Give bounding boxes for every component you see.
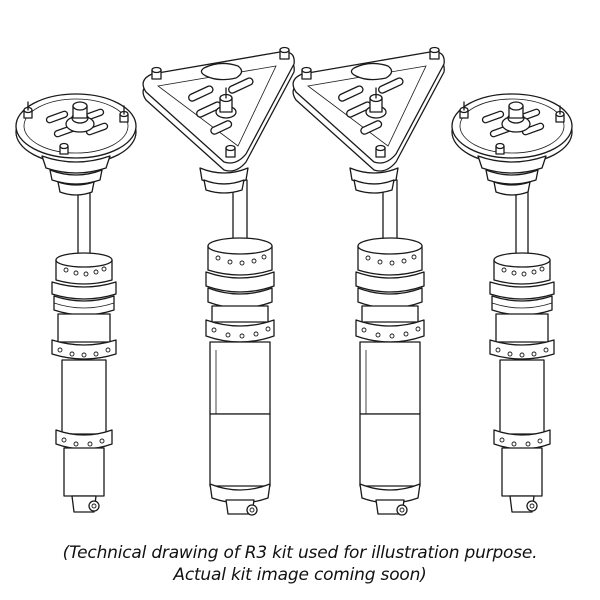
caption-line-1: (Technical drawing of R3 kit used for il… <box>62 543 538 563</box>
coilover-front-right <box>451 93 573 513</box>
caption-line-2: Actual kit image coming soon) <box>173 565 427 585</box>
figure-caption: (Technical drawing of R3 kit used for il… <box>0 542 600 586</box>
coilover-front-left <box>15 93 137 513</box>
technical-drawing <box>15 46 573 516</box>
coilover-rear-right <box>292 46 445 516</box>
coilover-rear-left <box>142 46 295 516</box>
